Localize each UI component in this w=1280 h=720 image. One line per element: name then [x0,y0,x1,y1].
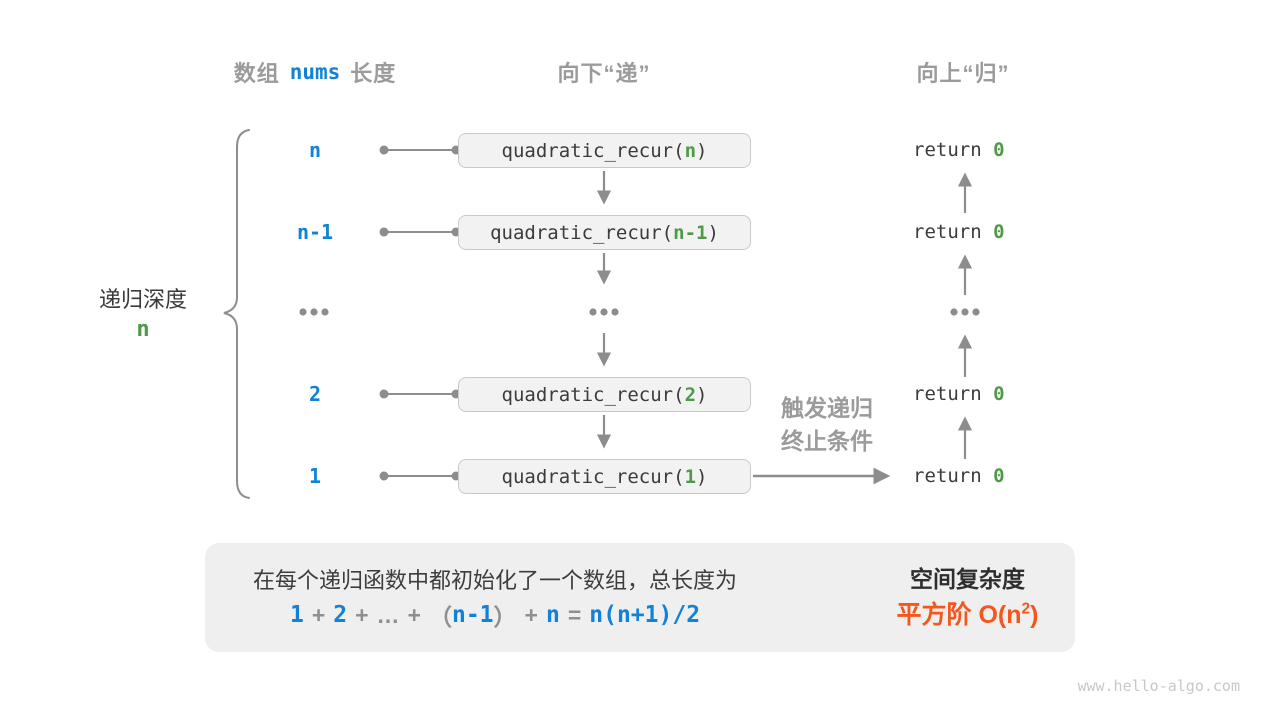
call-close: ) [707,221,719,244]
watermark: www.hello-algo.com [1077,677,1240,695]
call-fn: quadratic_recur( [501,139,685,162]
return-value: 0 [993,221,1005,243]
summary-formula: 1 + 2 + … + （ n-1 ） + n = n(n+1)/2 [240,598,750,632]
depth-connectors [379,145,461,481]
formula-op: + [355,601,369,628]
return-row-n1: return 0 [913,220,1073,244]
return-value: 0 [993,139,1005,161]
complexity-prefix: 平方阶 O(n [896,601,1022,629]
return-row-1: return 0 [913,464,1073,488]
recursion-depth-value: n [136,317,150,342]
summary-panel [205,543,1075,652]
formula-term: n [545,602,560,628]
formula-op: + [311,601,326,628]
formula-op: = [567,601,582,628]
return-keyword: return [913,139,982,161]
depth-value-1: 1 [308,464,322,488]
formula-op: + [524,601,538,628]
return-keyword: return [913,465,982,487]
return-value: 0 [993,383,1005,405]
call-arg: n-1 [673,221,708,244]
header-array-prefix: 数组 [233,61,280,86]
call-box-1: quadratic_recur(1) [458,459,751,494]
depth-value-n1: n-1 [296,220,334,244]
depth-value-n: n [308,138,322,162]
base-case-note-line2: 终止条件 [781,428,873,454]
header-array-length: 数组 nums 长度 [165,57,465,87]
depth-value-2: 2 [308,382,322,406]
call-fn: quadratic_recur( [490,221,674,244]
space-complexity-value: 平方阶 O(n2) [855,595,1080,631]
header-array-suffix: 长度 [350,61,397,86]
space-complexity-title: 空间复杂度 [910,566,1025,592]
call-close: ) [696,139,708,162]
return-row-2: return 0 [913,382,1073,406]
call-box-2: quadratic_recur(2) [458,377,751,412]
base-case-note: 触发递归 终止条件 [758,392,896,458]
call-arg: 1 [684,465,697,488]
call-close: ) [696,465,708,488]
formula-term: n-1 [451,602,494,628]
ellipsis-dots [299,308,980,316]
call-fn: quadratic_recur( [501,383,685,406]
call-arg: 2 [684,383,697,406]
call-close: ) [696,383,708,406]
base-case-note-line1: 触发递归 [781,395,873,421]
call-arg: n [684,139,697,162]
formula-paren-close: ） [493,604,517,630]
formula-ellipsis: … [376,601,400,628]
return-value: 0 [993,465,1005,487]
header-return-up: 向上“归” [916,61,1010,86]
call-fn: quadratic_recur( [501,465,685,488]
return-keyword: return [913,383,982,405]
summary-caption: 在每个递归函数中都初始化了一个数组，总长度为 [252,568,737,593]
formula-term: 2 [333,602,348,628]
complexity-exponent: 2 [1021,600,1031,618]
depth-brace [223,129,250,499]
return-keyword: return [913,221,982,243]
return-row-n: return 0 [913,138,1073,162]
formula-paren-open: （ [428,604,452,630]
formula-result: n(n+1)/2 [589,602,701,628]
header-recurse-down: 向下“递” [557,61,651,86]
complexity-suffix: ) [1030,601,1039,629]
formula-op: + [407,601,421,628]
call-box-n: quadratic_recur(n) [458,133,751,168]
call-box-n1: quadratic_recur(n-1) [458,215,751,250]
formula-term: 1 [289,602,304,628]
header-nums-code: nums [289,60,341,84]
recursion-depth-title: 递归深度 [98,287,187,312]
